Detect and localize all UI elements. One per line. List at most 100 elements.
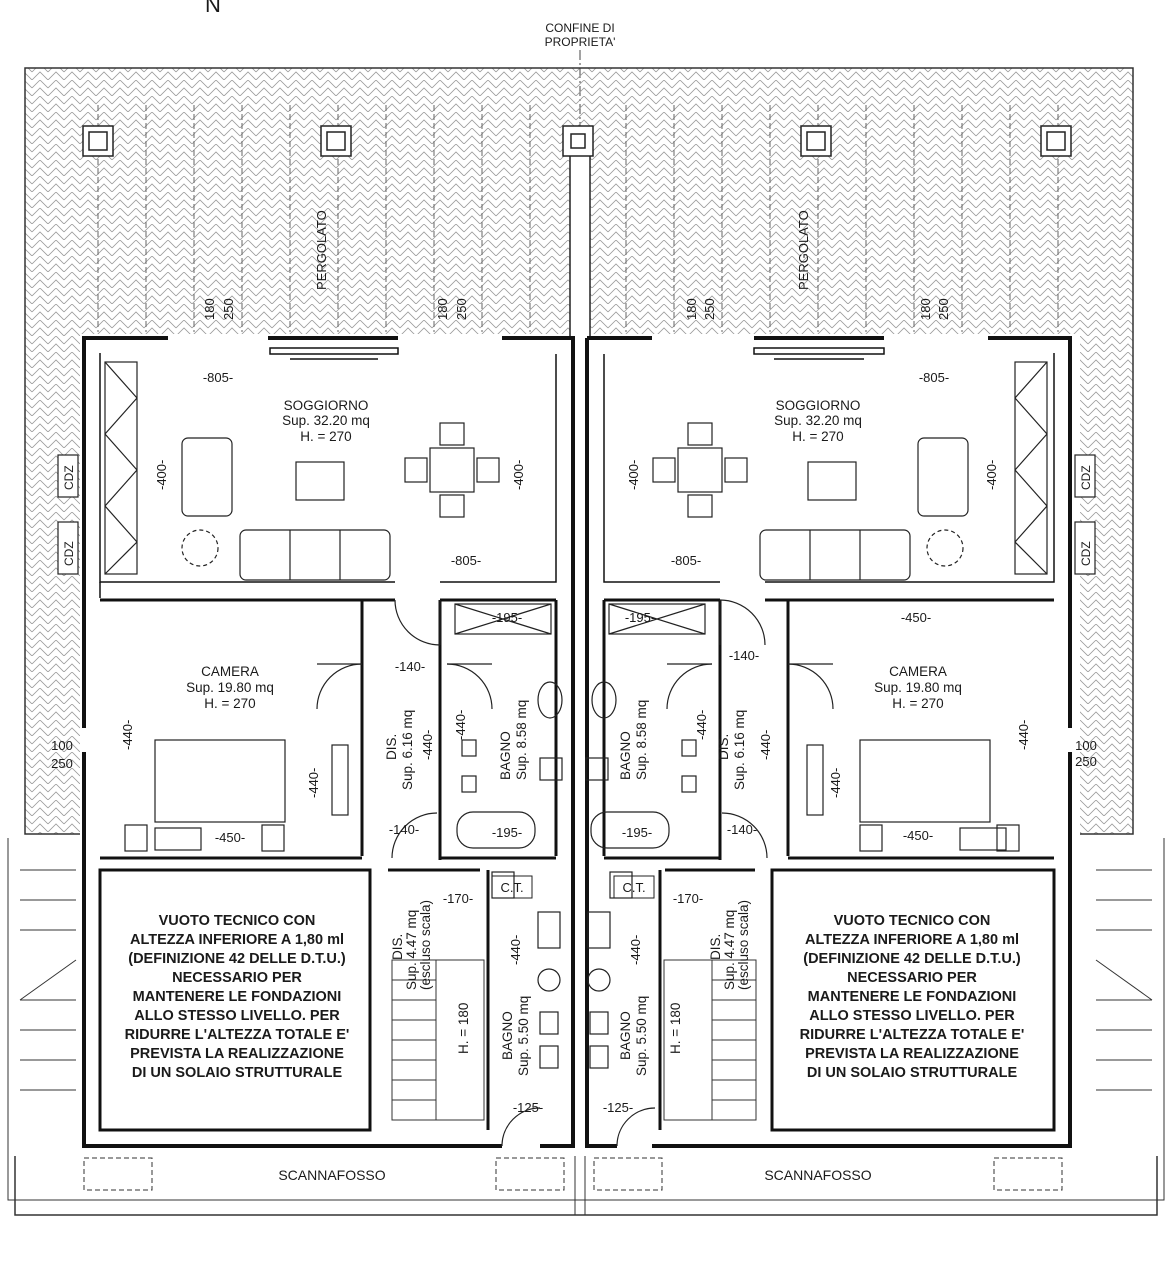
living-right-name: SOGGIORNO [776, 398, 861, 413]
dim-100-left: 100 [51, 738, 73, 753]
living-left-name: SOGGIORNO [284, 398, 369, 413]
dim-805-1: -805- [203, 370, 233, 385]
dim-125-2: -125- [603, 1100, 633, 1115]
dim-250-a: 250 [221, 298, 236, 320]
dim-250-right: 250 [1075, 754, 1097, 769]
dim-125-1: -125- [513, 1100, 543, 1115]
building-walls [82, 336, 1072, 1148]
dis1-left-area: Sup. 6.16 mq [400, 710, 415, 790]
void-right-line-6: ALLO STESSO LIVELLO. PER [809, 1008, 1015, 1024]
dis1-left-name: DIS. [384, 734, 399, 760]
cdz-label-1: CDZ [62, 465, 76, 490]
dis2-left-note: (escluso scala) [418, 900, 433, 990]
dim-440-6: -440- [758, 730, 773, 760]
void-left-line-2: ALTEZZA INFERIORE A 1,80 ml [130, 932, 344, 948]
dim-140-2: -140- [729, 648, 759, 663]
property-line-label-2: PROPRIETA' [545, 35, 616, 49]
cdz-label-3: CDZ [1079, 465, 1093, 490]
compass-north-label: N [205, 0, 221, 17]
bedroom-right-area: Sup. 19.80 mq [874, 680, 962, 695]
dim-195-1: -195- [492, 610, 522, 625]
dis2-right-note: (escluso scala) [736, 900, 751, 990]
bedroom-left-name: CAMERA [201, 664, 259, 679]
staircase-right [663, 959, 757, 1121]
dim-140-1: -140- [395, 659, 425, 674]
dim-140-4: -140- [727, 822, 757, 837]
scannafosso-left: SCANNAFOSSO [278, 1167, 385, 1183]
void-right-line-3: (DEFINIZIONE 42 DELLE D.T.U.) [803, 951, 1021, 967]
living-left-height: H. = 270 [300, 429, 351, 444]
dim-805-2: -805- [451, 553, 481, 568]
dim-450-3: -450- [903, 828, 933, 843]
dim-250-c: 250 [702, 298, 717, 320]
bath1-right-name: BAGNO [618, 731, 633, 780]
dim-805-4: -805- [919, 370, 949, 385]
bath2-right-area: Sup. 5.50 mq [634, 996, 649, 1076]
dim-400-4: -400- [984, 460, 999, 490]
dim-180-c: 180 [684, 298, 699, 320]
dim-100-right: 100 [1075, 738, 1097, 753]
void-left-line-3: (DEFINIZIONE 42 DELLE D.T.U.) [128, 951, 346, 967]
dim-195-2: -195- [625, 610, 655, 625]
dim-400-1: -400- [154, 460, 169, 490]
cdz-label-4: CDZ [1079, 541, 1093, 566]
dim-440-5: -440- [694, 710, 709, 740]
dim-440-4: -440- [453, 710, 468, 740]
pergola-label-right: PERGOLATO [796, 210, 811, 290]
void-right-line-8: PREVISTA LA REALIZZAZIONE [805, 1046, 1019, 1062]
bedroom-left-area: Sup. 19.80 mq [186, 680, 274, 695]
dim-180-d: 180 [918, 298, 933, 320]
dim-250-d: 250 [936, 298, 951, 320]
living-left-area: Sup. 32.20 mq [282, 413, 370, 428]
bath2-right-name: BAGNO [618, 1011, 633, 1060]
void-left-line-6: ALLO STESSO LIVELLO. PER [134, 1008, 340, 1024]
dim-440-3: -440- [420, 730, 435, 760]
living-right-height: H. = 270 [792, 429, 843, 444]
dim-440-2: -440- [306, 768, 321, 798]
stair-height-right: H. = 180 [668, 1003, 683, 1054]
dim-805-3: -805- [671, 553, 701, 568]
void-right-line-5: MANTENERE LE FONDAZIONI [808, 989, 1017, 1005]
dis2-left-name: DIS. [390, 934, 405, 960]
dim-400-2: -400- [511, 460, 526, 490]
dim-440-1: -440- [120, 720, 135, 750]
dis2-left-area: Sup. 4.47 mq [404, 910, 419, 990]
void-left-line-1: VUOTO TECNICO CON [159, 913, 316, 929]
void-right-line-1: VUOTO TECNICO CON [834, 913, 991, 929]
ct-right: C.T. [622, 880, 645, 895]
void-left-line-7: RIDURRE L'ALTEZZA TOTALE E' [125, 1027, 350, 1043]
dim-170-1: -170- [443, 891, 473, 906]
dim-195-3: -195- [492, 825, 522, 840]
void-right-line-7: RIDURRE L'ALTEZZA TOTALE E' [800, 1027, 1025, 1043]
dim-250-b: 250 [454, 298, 469, 320]
property-line-label-1: CONFINE DI [545, 21, 614, 35]
bath1-left-name: BAGNO [498, 731, 513, 780]
dis1-right-name: DIS. [716, 734, 731, 760]
bath1-left-area: Sup. 8.58 mq [514, 700, 529, 780]
void-left-line-5: MANTENERE LE FONDAZIONI [133, 989, 342, 1005]
bedroom-right-name: CAMERA [889, 664, 947, 679]
cdz-label-2: CDZ [62, 541, 76, 566]
void-left-line-9: DI UN SOLAIO STRUTTURALE [132, 1065, 343, 1081]
dim-440-9: -440- [508, 935, 523, 965]
dim-440-7: -440- [828, 768, 843, 798]
void-right-line-4: NECESSARIO PER [847, 970, 977, 986]
dim-170-2: -170- [673, 891, 703, 906]
dim-440-10: -440- [628, 935, 643, 965]
staircase-left [391, 959, 485, 1121]
void-right-line-2: ALTEZZA INFERIORE A 1,80 ml [805, 932, 1019, 948]
dim-140-3: -140- [389, 822, 419, 837]
void-left-line-8: PREVISTA LA REALIZZAZIONE [130, 1046, 344, 1062]
bath1-right-area: Sup. 8.58 mq [634, 700, 649, 780]
bath2-left-area: Sup. 5.50 mq [516, 996, 531, 1076]
scannafosso-right: SCANNAFOSSO [764, 1167, 871, 1183]
dim-450-2: -450- [215, 830, 245, 845]
dis1-right-area: Sup. 6.16 mq [732, 710, 747, 790]
pergola-label-left: PERGOLATO [314, 210, 329, 290]
stair-height-left: H. = 180 [456, 1003, 471, 1054]
void-left-line-4: NECESSARIO PER [172, 970, 302, 986]
bath2-left-name: BAGNO [500, 1011, 515, 1060]
void-right-line-9: DI UN SOLAIO STRUTTURALE [807, 1065, 1018, 1081]
dim-250-left: 250 [51, 756, 73, 771]
dim-440-8: -440- [1016, 720, 1031, 750]
